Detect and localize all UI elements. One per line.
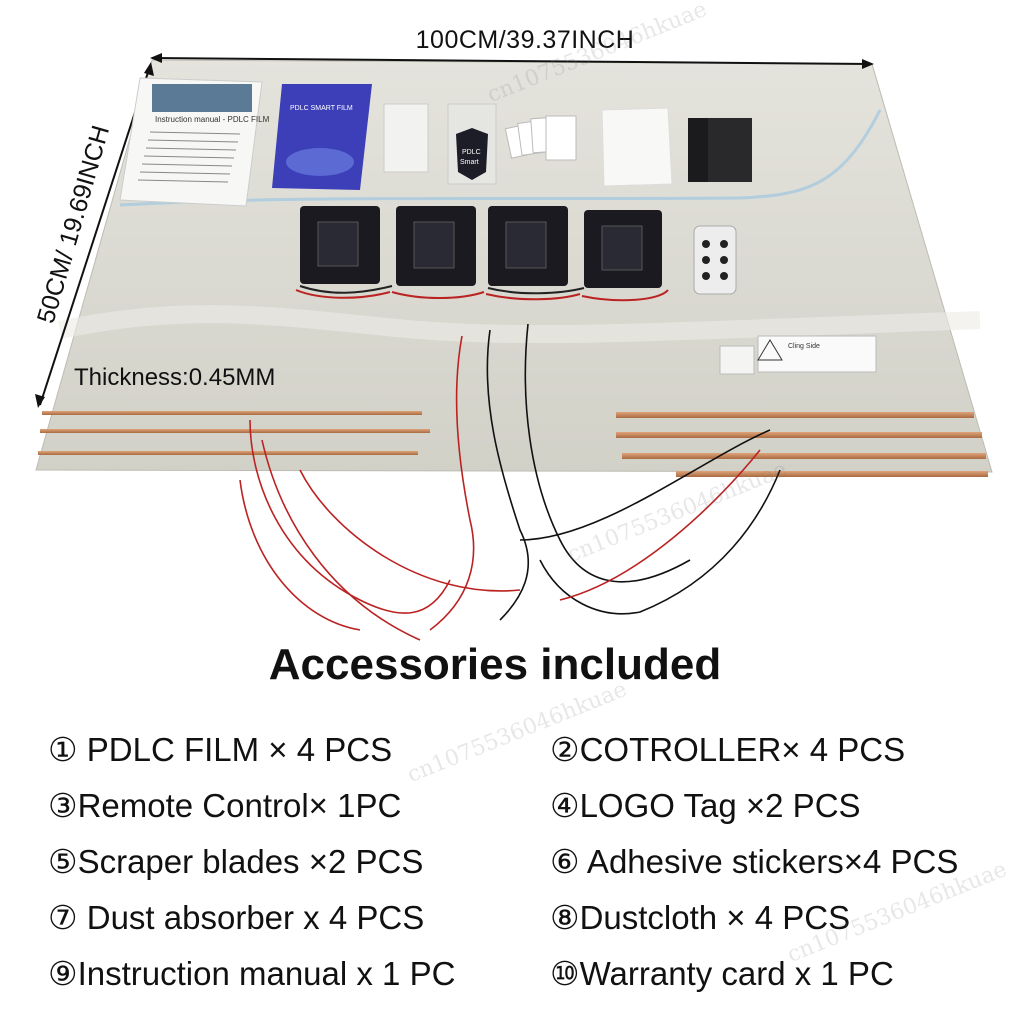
accessory-item: ⑥ Adhesive stickers×4 PCS [550, 843, 959, 880]
adhesive-stickers: Cling Side [719, 335, 877, 375]
dust-absorber-bag [383, 103, 429, 173]
svg-text:Cling Side: Cling Side [788, 343, 820, 350]
svg-text:Smart: Smart [460, 159, 479, 166]
power-leads [239, 323, 781, 641]
accessory-item: ⑤Scraper blades ×2 PCS [48, 843, 424, 880]
accessories-list: ① PDLC FILM × 4 PCS ②COTROLLER× 4 PCS ③R… [48, 726, 1008, 1006]
accessories-title: Accessories included [268, 640, 722, 689]
copper-strips-right [616, 412, 988, 477]
accessory-item: ③Remote Control× 1PC [48, 787, 402, 824]
accessory-item: ④LOGO Tag ×2 PCS [550, 787, 861, 824]
instruction-manual: Instruction manual - PDLC FILM [119, 77, 270, 207]
accessory-item: ②COTROLLER× 4 PCS [550, 731, 906, 768]
copper-strips-left [38, 411, 430, 455]
product-photo: Instruction manual - PDLC FILM PDLC SMAR… [35, 53, 993, 641]
accessory-item: ⑧Dustcloth × 4 PCS [550, 899, 851, 936]
accessory-item: ⑩Warranty card x 1 PC [550, 955, 894, 992]
svg-text:PDLC SMART FILM: PDLC SMART FILM [290, 105, 353, 112]
width-dimension-label: 100CM/39.37INCH [415, 26, 635, 54]
logo-tag: PDLC Smart [447, 103, 497, 185]
scraper-blades [688, 118, 752, 182]
accessory-item: ① PDLC FILM × 4 PCS [48, 731, 393, 768]
dustcloth [601, 107, 673, 187]
controller-1 [300, 206, 380, 284]
controller-4 [584, 210, 662, 288]
controller-3 [488, 206, 568, 286]
accessory-item: ⑨Instruction manual x 1 PC [48, 955, 456, 992]
accessory-item: ⑦ Dust absorber x 4 PCS [48, 899, 425, 936]
thickness-label: Thickness:0.45MM [74, 364, 276, 391]
svg-text:PDLC: PDLC [462, 149, 481, 156]
warranty-card: PDLC SMART FILM [272, 84, 372, 190]
svg-text:Instruction manual - PDLC FILM: Instruction manual - PDLC FILM [155, 115, 270, 124]
remote-control [693, 225, 737, 295]
dust-absorber-cards [504, 115, 577, 161]
controller-2 [396, 206, 476, 286]
